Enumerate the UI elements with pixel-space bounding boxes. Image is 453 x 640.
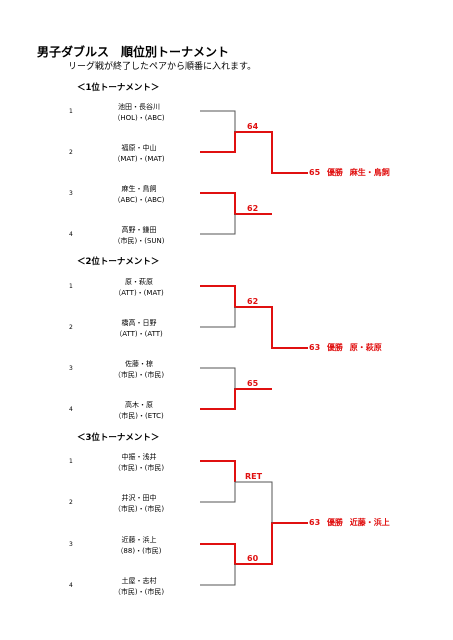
seed-number: 4	[69, 231, 73, 238]
bracket-line-winner	[200, 460, 236, 482]
pair-teams: （市民)・(ETC)	[114, 412, 164, 420]
page-subtitle: リーグ戦が終了したペアから順番に入れます。	[68, 62, 257, 72]
pair-teams: （ATT)・(MAT)	[114, 289, 164, 297]
champion-label: 優勝	[326, 168, 343, 177]
final-result: 63 優勝 近藤・浜上	[309, 517, 390, 528]
pair-teams: （MAT)・(MAT)	[113, 155, 165, 163]
semifinal-score: 62	[247, 297, 259, 306]
champion-name: 近藤・浜上	[349, 518, 390, 527]
bracket-section-3	[200, 460, 308, 586]
champion-label: 優勝	[326, 343, 343, 352]
pair-names: 池田・長谷川	[118, 103, 160, 111]
pair-names: 橋高・日野	[121, 319, 157, 327]
seed-number: 4	[69, 582, 73, 589]
entry-pair: 福原・中山 （MAT)・(MAT)	[84, 143, 194, 165]
page-title: 男子ダブルス 順位別トーナメント	[37, 45, 230, 59]
entry-pair: 橋高・日野 （ATT)・(ATT)	[84, 318, 194, 340]
seed-number: 1	[69, 283, 73, 290]
final-score: 63	[309, 343, 321, 352]
bracket-line-loser	[200, 214, 236, 235]
pair-teams: （市民)・(市民)	[113, 588, 165, 596]
seed-number: 1	[69, 458, 73, 465]
semifinal-score: 60	[247, 554, 259, 563]
bracket-section-2	[200, 285, 308, 410]
pair-names: 高木・原	[125, 401, 153, 409]
entry-pair: 土屋・志村 （市民)・(市民)	[84, 576, 194, 598]
entry-pair: 麻生・鳥飼 （ABC)・(ABC)	[84, 184, 194, 206]
bracket-line-winner	[200, 131, 308, 174]
entry-pair: 原・萩原 （ATT)・(MAT)	[84, 277, 194, 299]
seed-number: 2	[69, 324, 73, 331]
pair-names: 井沢・田中	[121, 494, 157, 502]
final-result: 65 優勝 麻生・鳥飼	[309, 167, 390, 178]
semifinal-score: 62	[247, 204, 259, 213]
pair-teams: （市民)・(SUN)	[113, 237, 165, 245]
entry-pair: 井沢・田中 （市民)・(市民)	[84, 493, 194, 515]
pair-teams: （HOL)・(ABC)	[113, 114, 165, 122]
champion-name: 原・萩原	[349, 343, 382, 352]
bracket-line-loser	[200, 307, 236, 328]
semifinal-score: 65	[247, 379, 259, 388]
entry-pair: 高野・鎌田 （市民)・(SUN)	[84, 225, 194, 247]
seed-number: 3	[69, 365, 73, 372]
section-title-2: ＜2位トーナメント＞	[77, 257, 160, 267]
pair-names: 福原・中山	[121, 144, 157, 152]
section-title-3: ＜3位トーナメント＞	[77, 433, 160, 443]
pair-names: 佐藤・椋	[125, 360, 153, 368]
final-score: 63	[309, 518, 321, 527]
pair-names: 土屋・志村	[121, 577, 157, 585]
semifinal-score: 64	[247, 122, 259, 131]
section-title-1: ＜1位トーナメント＞	[77, 83, 160, 93]
final-result: 63 優勝 原・萩原	[309, 342, 382, 353]
entry-pair: 池田・長谷川 （HOL)・(ABC)	[84, 102, 194, 124]
pair-names: 近藤・浜上	[121, 536, 157, 544]
pair-teams: （88)・(市民)	[116, 547, 162, 555]
champion-name: 麻生・鳥飼	[349, 168, 390, 177]
seed-number: 4	[69, 406, 73, 413]
pair-teams: （ATT)・(ATT)	[115, 330, 163, 338]
bracket-line-winner	[200, 192, 272, 215]
bracket-line-loser	[200, 481, 273, 523]
bracket-line-loser	[200, 367, 236, 389]
final-score: 65	[309, 168, 321, 177]
seed-number: 2	[69, 149, 73, 156]
pair-names: 高野・鎌田	[121, 226, 157, 234]
bracket-line-winner	[200, 388, 272, 410]
seed-number: 3	[69, 541, 73, 548]
pair-teams: （市民)・(市民)	[113, 505, 165, 513]
pair-names: 麻生・鳥飼	[121, 185, 157, 193]
champion-label: 優勝	[326, 518, 343, 527]
pair-teams: （ABC)・(ABC)	[113, 196, 165, 204]
pair-teams: （市民)・(市民)	[113, 371, 165, 379]
entry-pair: 佐藤・椋 （市民)・(市民)	[84, 359, 194, 381]
entry-pair: 中振・浅井 （市民)・(市民)	[84, 452, 194, 474]
entry-pair: 近藤・浜上 （88)・(市民)	[84, 535, 194, 557]
seed-number: 1	[69, 108, 73, 115]
seed-number: 2	[69, 499, 73, 506]
pair-names: 原・萩原	[125, 278, 153, 286]
entry-pair: 高木・原 （市民)・(ETC)	[84, 400, 194, 422]
bracket-section-1	[200, 110, 308, 235]
bracket-line-winner	[200, 522, 308, 565]
semifinal-score: RET	[245, 472, 263, 481]
bracket-line-loser	[200, 110, 236, 132]
seed-number: 3	[69, 190, 73, 197]
pair-names: 中振・浅井	[121, 453, 157, 461]
bracket-line-loser	[200, 564, 236, 586]
bracket-line-winner	[200, 285, 308, 349]
pair-teams: （市民)・(市民)	[113, 464, 165, 472]
